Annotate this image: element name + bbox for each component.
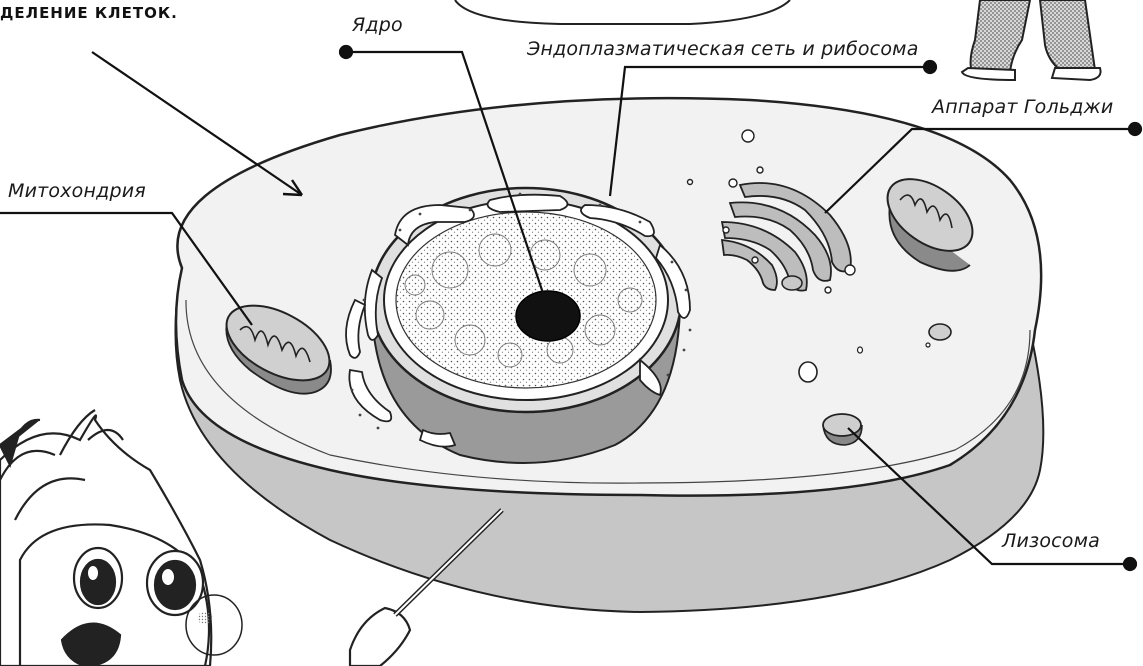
nucleolus (516, 291, 580, 341)
label-er-ribosome: Эндоплазматическая сеть и рибосома (527, 38, 919, 60)
speech-bubble-edge (455, 0, 790, 24)
character-top-right (962, 0, 1101, 80)
label-lysosome: Лизосома (1002, 530, 1100, 552)
cell-arrow (92, 52, 302, 195)
label-mitochondria: Митохондрия (8, 180, 146, 202)
label-golgi: Аппарат Гольджи (932, 96, 1113, 118)
caption-top-left: ДЕЛЕНИЕ КЛЕТОК. (0, 4, 178, 22)
lysosome (823, 414, 862, 445)
label-nucleus: Ядро (352, 14, 403, 36)
